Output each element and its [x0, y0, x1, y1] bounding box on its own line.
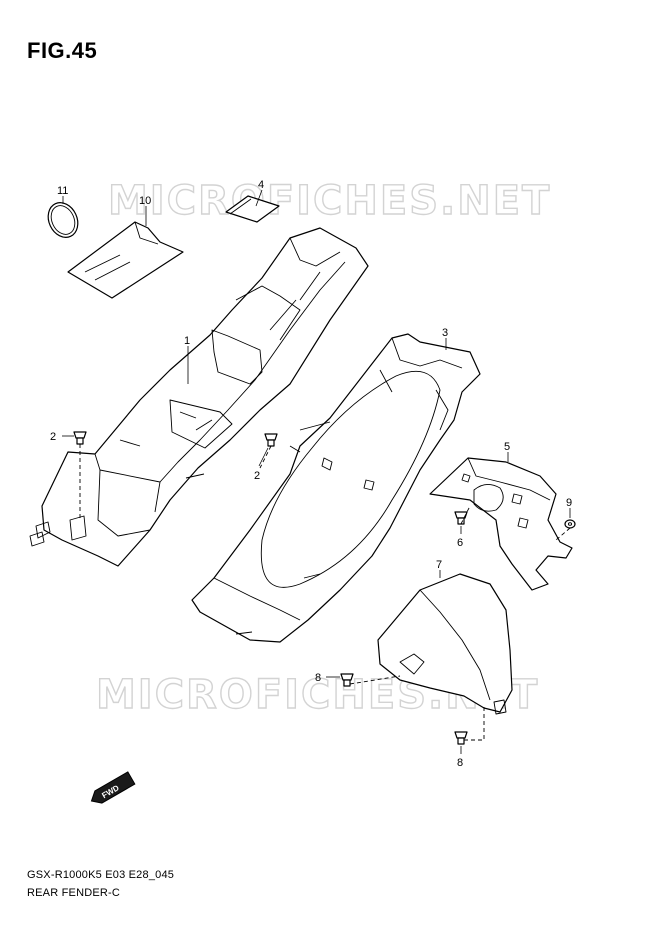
callout-5: 5 — [504, 441, 510, 453]
part-10-pouch — [67, 221, 184, 299]
leader-lines — [62, 189, 571, 754]
forward-arrow-icon: FWD — [90, 771, 136, 804]
callout-10: 10 — [139, 195, 151, 207]
part-3-under-tray — [191, 333, 481, 643]
assembly-lines — [79, 444, 571, 741]
callout-4: 4 — [258, 179, 264, 191]
figure-title: FIG.45 — [27, 38, 98, 63]
watermark-top: MICROFICHES.NET — [108, 178, 551, 224]
part-9-washer — [564, 519, 576, 529]
part-8-bolt-upper — [340, 673, 354, 687]
callout-7: 7 — [436, 559, 442, 571]
part-2-bolt-left — [73, 431, 87, 445]
callout-2-left: 2 — [50, 431, 56, 443]
part-7-hugger — [377, 573, 513, 715]
callout-11: 11 — [57, 185, 68, 197]
part-1-rear-fender — [29, 227, 369, 567]
part-11-o-ring — [47, 202, 79, 238]
model-code: GSX-R1000K5 E03 E28_045 — [27, 869, 175, 881]
figure-caption: REAR FENDER-C — [27, 887, 121, 899]
callout-2-right: 2 — [254, 470, 260, 482]
part-5-bracket — [429, 457, 573, 591]
callout-1: 1 — [184, 335, 190, 347]
part-2-bolt-right — [264, 433, 278, 447]
callout-8-upper: 8 — [315, 672, 321, 684]
callout-3: 3 — [442, 327, 448, 339]
part-6-bolt — [454, 511, 468, 525]
callout-9: 9 — [566, 497, 572, 509]
callout-6: 6 — [457, 537, 463, 549]
part-8-bolt-lower — [454, 731, 468, 745]
part-4-pad — [225, 195, 280, 223]
callout-8-lower: 8 — [457, 757, 463, 769]
